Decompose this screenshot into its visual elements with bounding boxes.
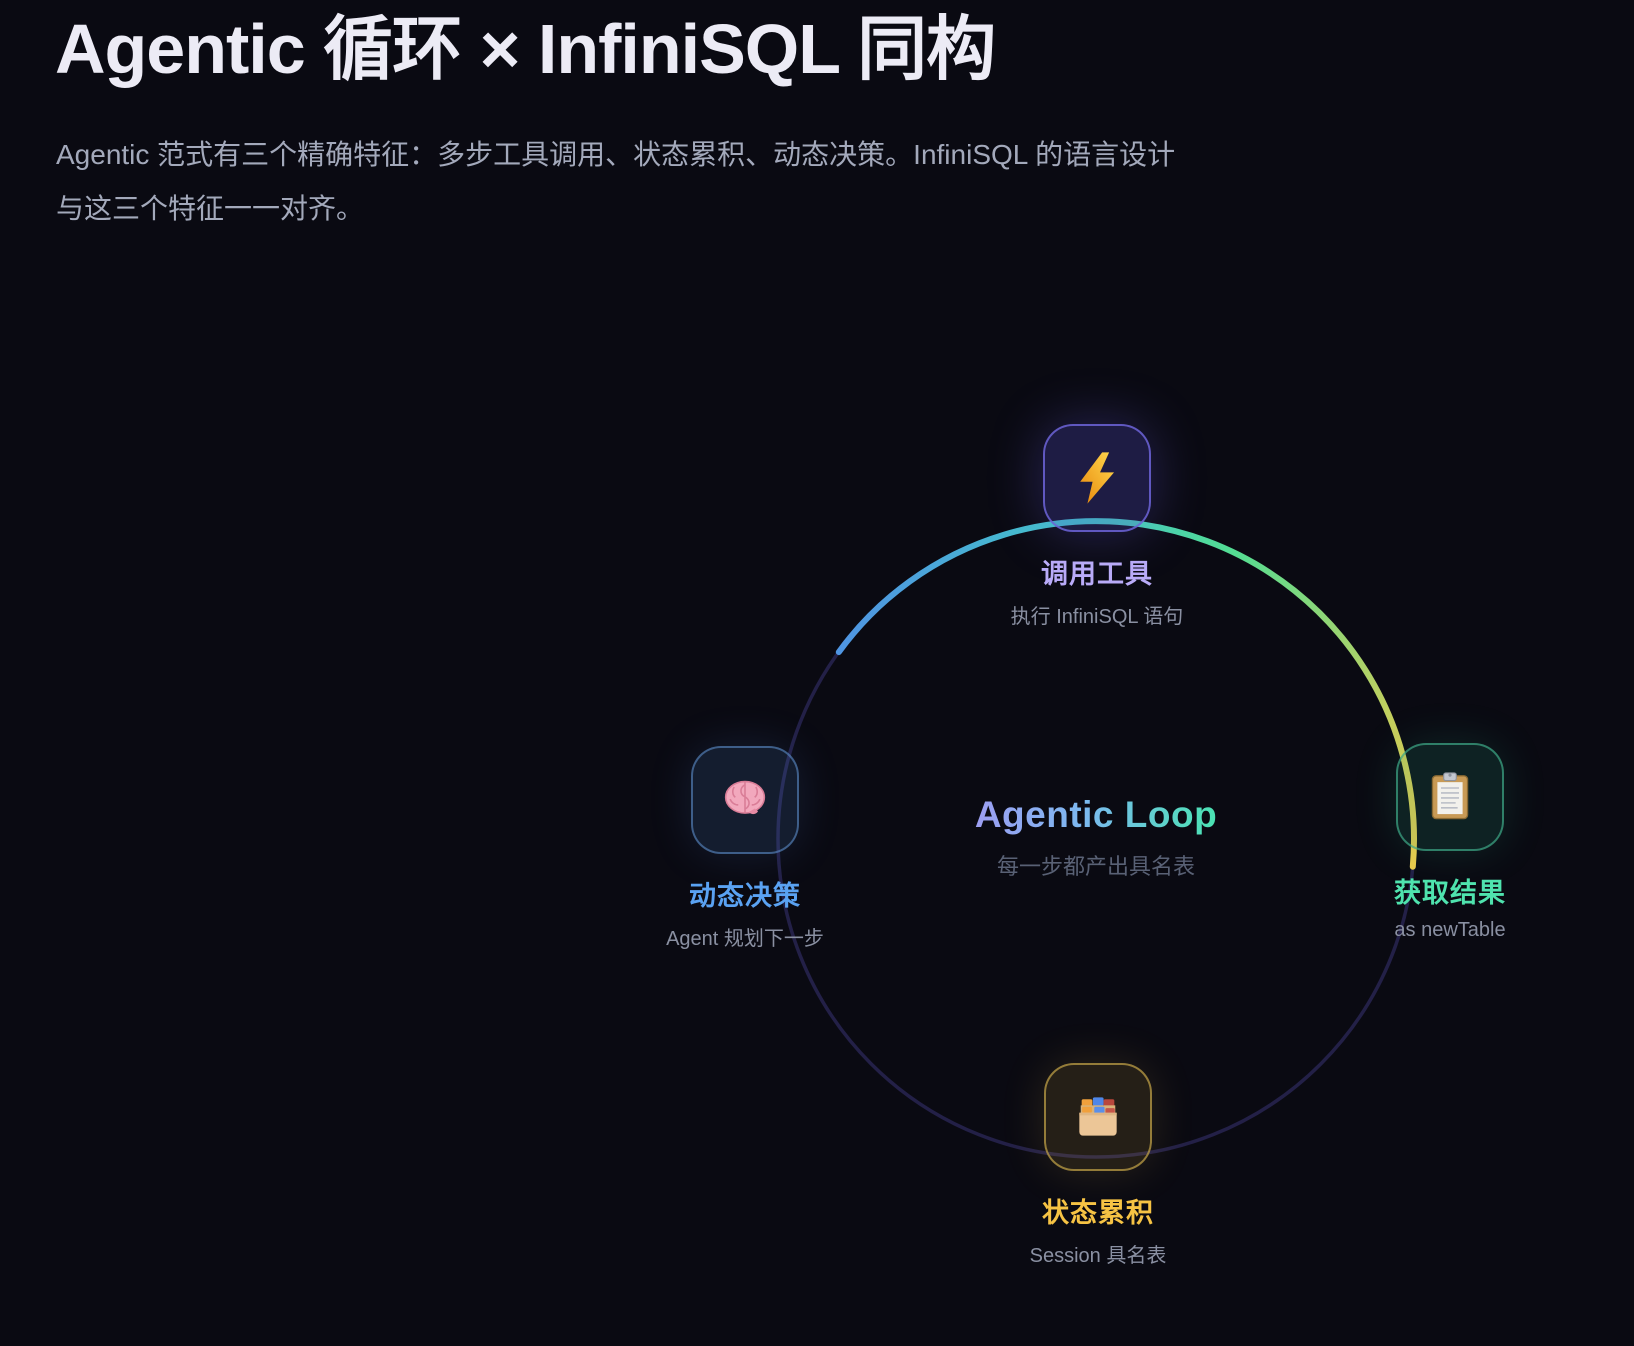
node-sublabel: Agent 规划下一步: [666, 928, 824, 950]
loop-center-title: Agentic Loop: [974, 794, 1218, 835]
subtitle-line-2: 与这三个特征一一对齐。: [56, 193, 365, 224]
node-sublabel: 执行 InfiniSQL 语句: [1010, 606, 1184, 628]
brain-icon: [691, 746, 799, 854]
node-sublabel: as newTable: [1394, 919, 1506, 941]
loop-node-get-result: 获取结果 as newTable: [1320, 743, 1580, 942]
node-label: 调用工具: [1041, 559, 1153, 589]
node-sublabel: Session 具名表: [1029, 1245, 1167, 1267]
loop-node-dynamic-decision: 动态决策 Agent 规划下一步: [615, 746, 875, 951]
lightning-icon: [1043, 424, 1151, 532]
subtitle-line-1: Agentic 范式有三个精确特征：多步工具调用、状态累积、动态决策。Infin…: [56, 139, 1176, 170]
page-subtitle: Agentic 范式有三个精确特征：多步工具调用、状态累积、动态决策。Infin…: [56, 128, 1175, 236]
loop-center: Agentic Loop 每一步都产出具名表: [896, 794, 1296, 881]
node-label: 状态累积: [1042, 1198, 1154, 1228]
card-index-icon: [1044, 1063, 1152, 1171]
loop-center-subtitle: 每一步都产出具名表: [996, 854, 1195, 879]
clipboard-icon: [1396, 743, 1504, 851]
page-title: Agentic 循环 × InfiniSQL 同构: [55, 10, 996, 88]
loop-node-call-tool: 调用工具 执行 InfiniSQL 语句: [967, 424, 1227, 629]
node-label: 动态决策: [689, 881, 801, 911]
node-label: 获取结果: [1394, 878, 1506, 908]
loop-node-state-accumulation: 状态累积 Session 具名表: [968, 1063, 1228, 1268]
